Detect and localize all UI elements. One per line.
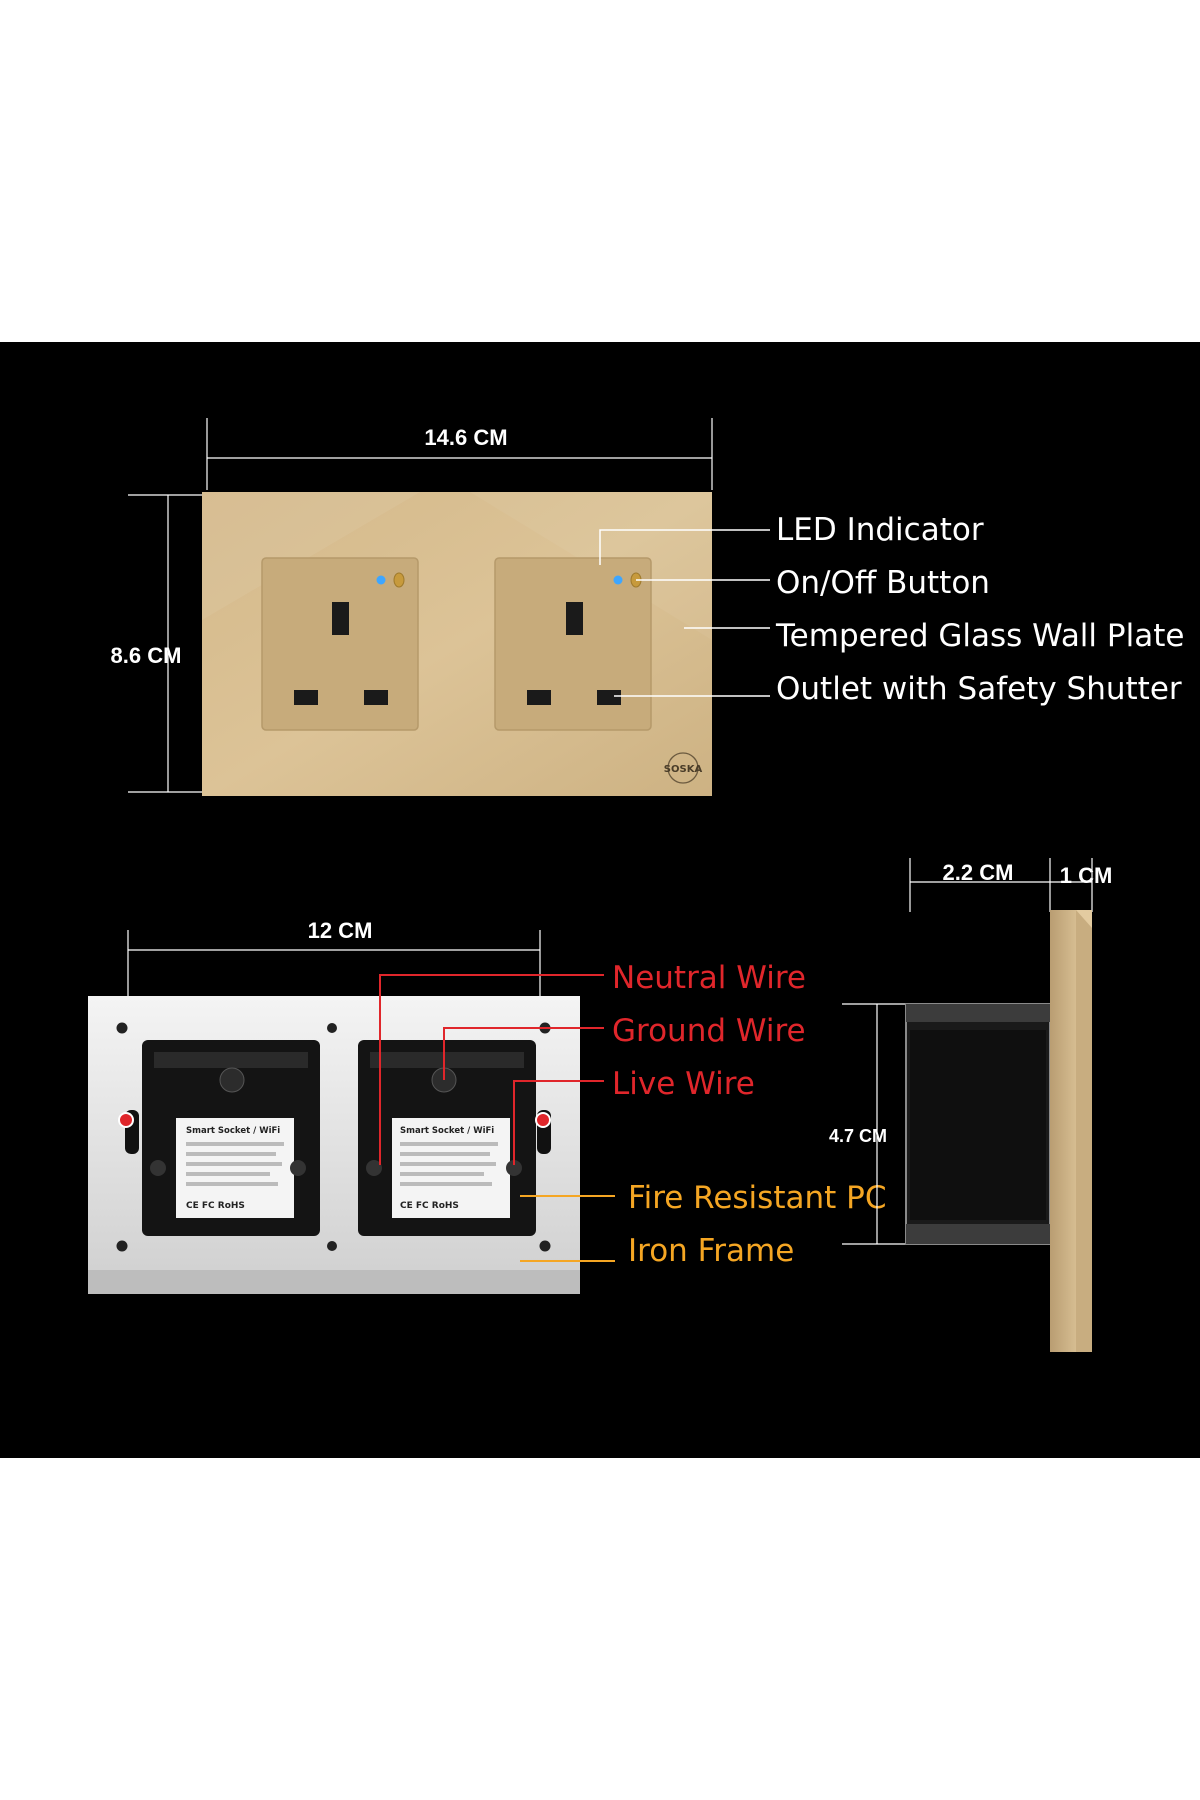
led-indicator-icon xyxy=(613,575,623,585)
front-height-dim-label: 8.6 CM xyxy=(111,643,182,668)
svg-text:CE FC RoHS: CE FC RoHS xyxy=(186,1201,245,1211)
socket-module-right xyxy=(494,557,652,731)
callout-glass-plate: Tempered Glass Wall Plate xyxy=(775,618,1184,654)
side-height-dim-label: 4.7 CM xyxy=(829,1126,887,1146)
callout-fire-resistant-pc: Fire Resistant PC xyxy=(628,1180,886,1216)
live-wire-leader xyxy=(513,1080,604,1165)
callout-live-wire: Live Wire xyxy=(612,1066,755,1102)
side-plate-dim-label: 1 CM xyxy=(1060,863,1113,888)
neutral-slot xyxy=(597,690,621,705)
earth-slot xyxy=(566,602,583,635)
callout-led-indicator: LED Indicator xyxy=(776,512,984,548)
svg-text:Smart Socket / WiFi: Smart Socket / WiFi xyxy=(400,1126,494,1136)
callout-outlet-shutter: Outlet with Safety Shutter xyxy=(776,671,1182,707)
callout-neutral-wire: Neutral Wire xyxy=(612,960,806,996)
brand-logo: SOSKA xyxy=(664,752,703,784)
live-terminal-marker-right xyxy=(535,1112,551,1128)
back-width-dim-label: 12 CM xyxy=(308,918,373,943)
back-module-left: Smart Socket / WiFi CE FC RoHS xyxy=(125,1040,320,1236)
live-terminal-marker-left xyxy=(118,1112,134,1128)
side-glass-plate xyxy=(1050,910,1076,1352)
side-view: 2.2 CM 1 CM 4.7 CM xyxy=(829,858,1112,1352)
neutral-slot xyxy=(364,690,388,705)
socket-module-left xyxy=(261,557,419,731)
led-indicator-leader xyxy=(599,529,770,565)
svg-text:CE FC RoHS: CE FC RoHS xyxy=(400,1201,459,1211)
svg-text:Smart Socket / WiFi: Smart Socket / WiFi xyxy=(186,1126,280,1136)
side-depth-dim-label: 2.2 CM xyxy=(943,860,1014,885)
ground-wire-leader xyxy=(443,1027,604,1080)
callout-iron-frame: Iron Frame xyxy=(628,1233,794,1269)
led-indicator-icon xyxy=(376,575,386,585)
back-view: 12 CM Smart Socket / WiFi CE FC RoHS xyxy=(88,918,886,1294)
earth-slot xyxy=(332,602,349,635)
front-view: 14.6 CM 8.6 CM xyxy=(111,418,1184,796)
on-off-button-icon xyxy=(393,572,405,588)
live-slot xyxy=(294,690,318,705)
callout-on-off-button: On/Off Button xyxy=(776,565,990,601)
front-width-dim-label: 14.6 CM xyxy=(424,425,507,450)
callout-ground-wire: Ground Wire xyxy=(612,1013,806,1049)
svg-text:SOSKA: SOSKA xyxy=(664,764,703,775)
neutral-wire-leader xyxy=(379,974,604,1165)
back-module-right: Smart Socket / WiFi CE FC RoHS xyxy=(358,1040,551,1236)
live-slot xyxy=(527,690,551,705)
